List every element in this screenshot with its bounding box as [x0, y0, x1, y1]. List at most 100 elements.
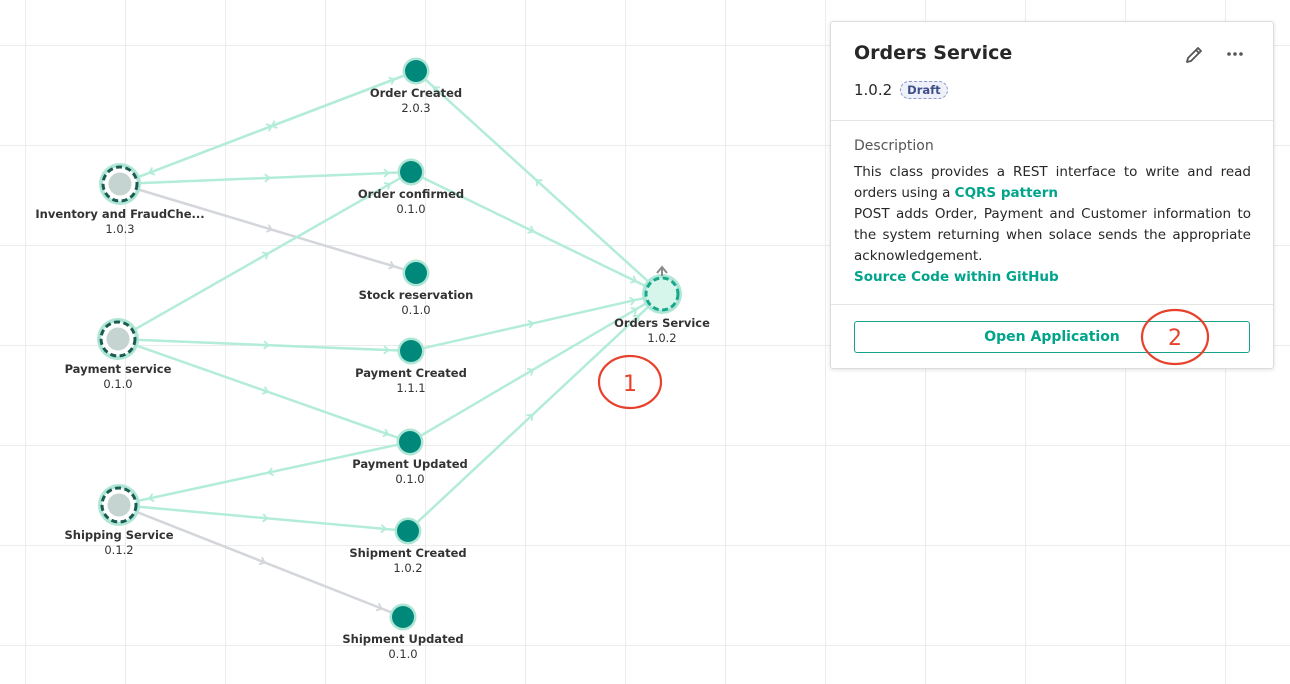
annotation-number-1: 1 — [623, 372, 637, 397]
edge-arrow — [148, 167, 156, 176]
edge-arrow — [388, 260, 395, 270]
status-badge: Draft — [900, 81, 948, 99]
node-label: Payment Updated — [352, 457, 468, 471]
node-label: Inventory and FraudChe... — [35, 207, 204, 221]
panel-divider — [831, 304, 1273, 305]
node-label: Order confirmed — [358, 187, 464, 201]
node-label: Payment Created — [355, 366, 467, 380]
selected-node-ring — [644, 276, 680, 312]
node-label: Payment service — [65, 362, 172, 376]
edge-arrow — [382, 428, 390, 438]
edge-arrow — [632, 314, 640, 322]
edge-shipping-to-shipment_updated — [137, 511, 393, 614]
edge-arrow — [535, 179, 543, 187]
node-version: 0.1.0 — [388, 647, 417, 661]
edge-payment_updated-to-orders_service — [419, 302, 647, 438]
edge-arrow — [630, 307, 638, 315]
node-version: 0.1.0 — [395, 472, 424, 486]
edge-arrow — [380, 524, 387, 534]
description-label: Description — [854, 138, 934, 154]
edge-arrow — [383, 345, 390, 355]
edge-arrow — [383, 182, 391, 190]
node-inventory[interactable]: Inventory and FraudChe...1.0.3 — [35, 163, 205, 236]
edge-order_created-to-inventory — [138, 74, 406, 179]
app-node — [108, 172, 132, 196]
edge-arrow — [628, 296, 636, 306]
edge-inventory-to-order_confirmed — [139, 168, 400, 185]
panel-description: Description This class provides a REST i… — [854, 138, 1251, 288]
edge-arrow — [383, 168, 390, 178]
edges-layer — [134, 74, 649, 614]
source-code-link[interactable]: Source Code within GitHub — [854, 269, 1059, 285]
edge-arrow — [526, 413, 534, 421]
edge-arrow — [526, 367, 534, 376]
edge-arrow — [264, 173, 271, 183]
app-node — [107, 493, 131, 517]
edge-arrow — [375, 602, 383, 612]
panel-header: Orders Service 1.0.2 Draft — [831, 22, 1273, 121]
edge-arrow — [432, 86, 440, 94]
edge-arrow — [258, 556, 266, 566]
node-label: Orders Service — [614, 316, 710, 330]
app-node — [106, 327, 130, 351]
node-version: 1.0.2 — [393, 561, 422, 575]
event-node — [405, 60, 427, 82]
edge-arrow — [148, 493, 155, 503]
node-version: 1.0.3 — [105, 222, 134, 236]
event-node — [405, 262, 427, 284]
pencil-icon[interactable] — [1183, 44, 1205, 66]
annotation-layer: 1 — [597, 354, 663, 410]
event-node — [400, 161, 422, 183]
edge-arrow — [261, 251, 269, 260]
node-version: 1.0.2 — [647, 331, 676, 345]
node-version: 0.1.0 — [103, 377, 132, 391]
node-label: Order Created — [370, 86, 462, 100]
event-node — [399, 431, 421, 453]
edge-order_confirmed-to-orders_service — [421, 176, 646, 287]
edge-shipping-to-shipment_created — [138, 505, 397, 534]
edge-arrow — [261, 386, 269, 395]
edge-arrow — [267, 467, 275, 477]
details-panel: Orders Service 1.0.2 Draft Description T… — [830, 21, 1274, 369]
description-text: This class provides a REST interface to … — [854, 162, 1251, 288]
event-node — [400, 340, 422, 362]
edge-arrow — [263, 340, 270, 350]
node-label: Shipment Created — [349, 546, 466, 560]
edge-payment_service-to-order_confirmed — [134, 176, 402, 331]
panel-version: 1.0.2 — [854, 81, 893, 99]
edge-payment_created-to-orders_service — [422, 296, 644, 350]
edge-payment_updated-to-shipping — [138, 443, 399, 503]
edge-arrow — [265, 224, 273, 233]
event-node — [392, 606, 414, 628]
edge-payment_service-to-payment_updated — [136, 344, 400, 440]
node-version: 1.1.1 — [396, 381, 425, 395]
edge-arrow — [527, 319, 534, 329]
panel-version-row: 1.0.2 Draft — [854, 81, 948, 99]
event-node — [397, 520, 419, 542]
annotation-circle-1 — [597, 354, 663, 410]
open-application-button[interactable]: Open Application — [854, 321, 1250, 353]
node-label: Shipping Service — [64, 528, 173, 542]
edge-shipment_created-to-orders_service — [415, 306, 649, 524]
edge-arrow — [629, 275, 637, 284]
cqrs-pattern-link[interactable]: CQRS pattern — [954, 185, 1058, 201]
node-label: Shipment Updated — [342, 632, 463, 646]
description-part-2: POST adds Order, Payment and Customer in… — [854, 206, 1251, 264]
panel-title: Orders Service — [854, 42, 1013, 64]
node-version: 0.1.0 — [401, 303, 430, 317]
more-horizontal-icon[interactable] — [1224, 43, 1246, 65]
arrow-up-icon — [656, 265, 668, 276]
edge-arrow — [262, 513, 269, 523]
